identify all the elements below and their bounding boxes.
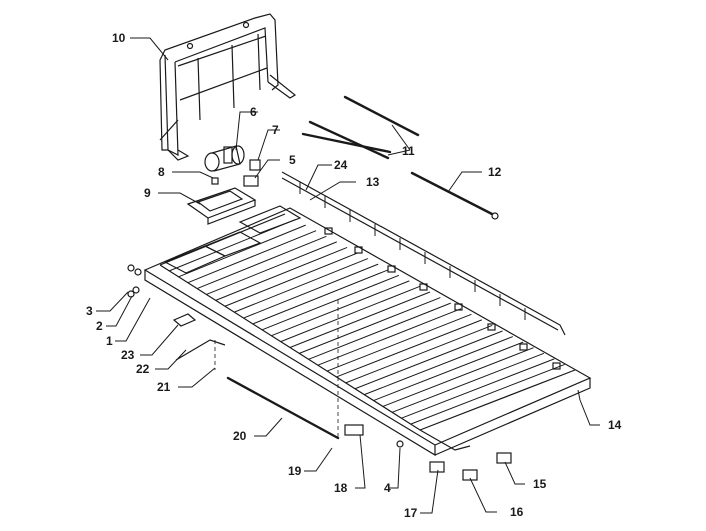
- deck-clips: [324, 227, 561, 370]
- callout-9: 9: [144, 186, 151, 200]
- callout-24: 24: [334, 158, 348, 172]
- deck-slat: [234, 258, 369, 313]
- leader-lines: [96, 37, 600, 514]
- callout-22: 22: [136, 362, 150, 376]
- deck-slat: [299, 297, 441, 354]
- callout-labels: 10 6 7 5 8 9 11 12 13 24 14 15 16 17 18 …: [86, 31, 622, 520]
- callout-14: 14: [608, 418, 622, 432]
- deck-slat: [410, 363, 565, 425]
- rods: [301, 95, 420, 160]
- callout-7: 7: [272, 123, 279, 137]
- callout-8: 8: [158, 165, 165, 179]
- deck-slat: [364, 336, 514, 396]
- winch-mount: [186, 187, 257, 225]
- deck-slat: [215, 246, 348, 301]
- deck-slat: [373, 341, 524, 402]
- deck-slat: [280, 285, 420, 343]
- deck-slat: [326, 313, 472, 372]
- deck-slat: [187, 230, 317, 284]
- deck-slat: [289, 291, 431, 348]
- mount-plate: [172, 313, 197, 327]
- callout-4: 4: [384, 481, 391, 495]
- callout-17: 17: [404, 506, 418, 520]
- callout-11: 11: [402, 144, 415, 158]
- deck-slat: [196, 235, 327, 290]
- deck-slat: [261, 274, 400, 331]
- callout-21: 21: [157, 380, 171, 394]
- callout-10: 10: [112, 31, 126, 45]
- deck-slat: [252, 269, 389, 325]
- callout-5: 5: [289, 153, 296, 167]
- deck-slats: [169, 219, 565, 425]
- deck-slat: [271, 280, 410, 337]
- callout-19: 19: [288, 464, 302, 478]
- flatbed-deck: [143, 205, 592, 457]
- deck-slat: [178, 224, 306, 278]
- deck-slat: [354, 330, 503, 390]
- callout-12: 12: [488, 165, 502, 179]
- deck-slat: [243, 263, 379, 319]
- side-rail: [281, 171, 566, 336]
- callout-1: 1: [106, 334, 113, 348]
- deck-slat: [391, 352, 545, 413]
- callout-3: 3: [86, 304, 93, 318]
- deck-slat: [308, 302, 451, 360]
- deck-slat: [317, 308, 462, 366]
- callout-13: 13: [366, 175, 380, 189]
- winch: [204, 145, 261, 187]
- washer-nut: [127, 264, 142, 298]
- callout-6: 6: [250, 105, 257, 119]
- headboard: [159, 13, 297, 161]
- lower-hardware: [175, 300, 404, 448]
- callout-15: 15: [533, 477, 547, 491]
- deck-slat: [336, 319, 482, 378]
- deck-slat: [206, 241, 337, 295]
- deck-slat: [401, 358, 555, 419]
- deck-slat: [345, 324, 493, 384]
- callout-16: 16: [510, 505, 524, 519]
- callout-18: 18: [334, 481, 348, 495]
- tie-down-clips: [429, 389, 581, 481]
- callout-23: 23: [121, 348, 135, 362]
- deck-slat: [382, 347, 534, 407]
- callout-2: 2: [96, 319, 103, 333]
- callout-20: 20: [233, 429, 247, 443]
- cable: [410, 171, 499, 220]
- deck-slat: [224, 252, 358, 307]
